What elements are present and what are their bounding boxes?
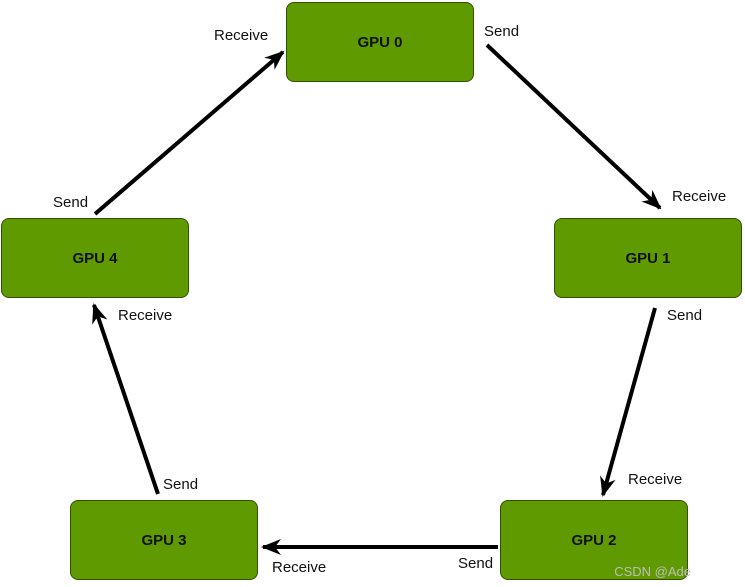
gpu-4-label: GPU 4 (72, 249, 118, 267)
gpu-0-node: GPU 0 (286, 2, 474, 82)
gpu-1-label: GPU 1 (625, 249, 671, 267)
gpu0-receive-label: Receive (214, 27, 269, 44)
gpu-4-node: GPU 4 (1, 218, 189, 298)
gpu1-send-label: Send (667, 307, 703, 324)
gpu-1-node: GPU 1 (554, 218, 742, 298)
watermark: CSDN @Ade (614, 564, 691, 579)
gpu4-receive-label: Receive (118, 307, 173, 324)
gpu-0-label: GPU 0 (357, 33, 403, 51)
arrow-gpu1-to-gpu2 (600, 307, 657, 497)
gpu-3-node: GPU 3 (70, 500, 258, 580)
gpu2-send-label: Send (458, 555, 494, 572)
gpu-2-label: GPU 2 (571, 531, 617, 549)
gpu3-send-label: Send (163, 476, 199, 493)
gpu2-receive-label: Receive (628, 471, 683, 488)
gpu0-send-label: Send (484, 23, 520, 40)
gpu-2-node: GPU 2 (500, 500, 688, 580)
gpu3-receive-label: Receive (272, 559, 327, 576)
arrow-gpu4-to-gpu0 (93, 50, 285, 216)
arrow-gpu3-to-gpu4 (92, 303, 160, 495)
gpu1-receive-label: Receive (672, 188, 727, 205)
gpu4-send-label: Send (53, 194, 89, 211)
arrow-gpu0-to-gpu1 (485, 43, 662, 210)
gpu-3-label: GPU 3 (141, 531, 187, 549)
